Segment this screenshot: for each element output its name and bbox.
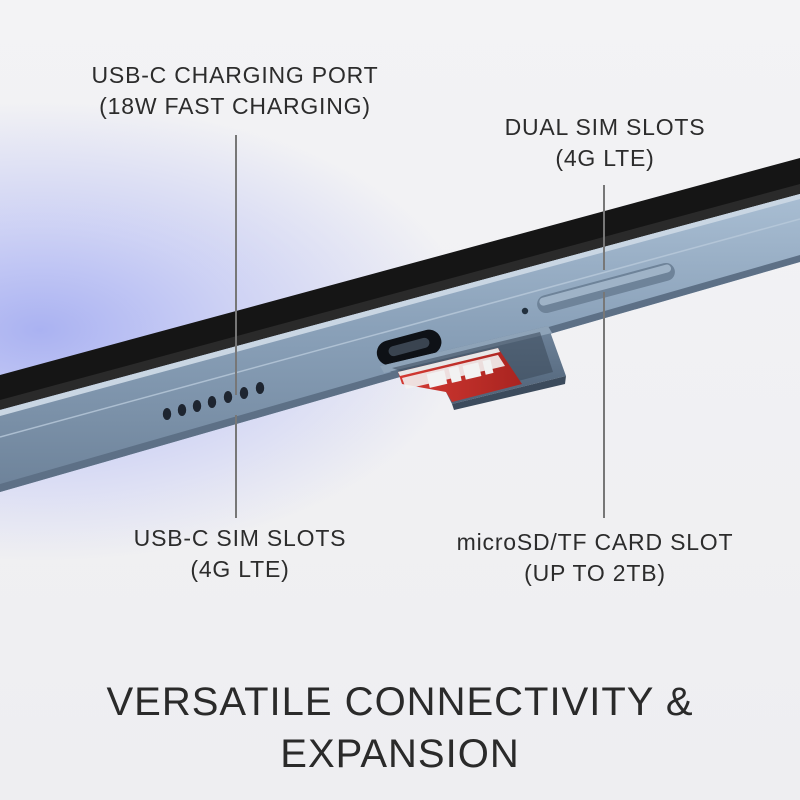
usb-c-port xyxy=(376,329,442,366)
callout-usb-c-sim-slots: USB-C SIM SLOTS (4G LTE) xyxy=(90,523,390,585)
callout-subtitle: (4G LTE) xyxy=(190,556,290,582)
callout-subtitle: (UP TO 2TB) xyxy=(524,560,666,586)
callout-usb-c-charging-port: USB-C CHARGING PORT (18W FAST CHARGING) xyxy=(50,60,420,122)
tablet-screen-bezel xyxy=(0,158,800,408)
callout-dual-sim-slots: DUAL SIM SLOTS (4G LTE) xyxy=(450,112,760,174)
headline-line-2: EXPANSION xyxy=(280,732,520,776)
sim-eject-pinhole xyxy=(521,307,529,315)
callout-microsd-card-slot: microSD/TF CARD SLOT (UP TO 2TB) xyxy=(415,527,775,589)
headline: VERSATILE CONNECTIVITY & EXPANSION xyxy=(0,676,800,780)
headline-line-1: VERSATILE CONNECTIVITY & xyxy=(106,680,694,724)
callout-subtitle: (4G LTE) xyxy=(555,145,655,171)
callout-title: DUAL SIM SLOTS xyxy=(504,114,706,140)
callout-title: USB-C CHARGING PORT xyxy=(91,62,379,88)
callout-title: USB-C SIM SLOTS xyxy=(133,525,347,551)
microsd-card xyxy=(398,348,522,402)
speaker-grille xyxy=(162,382,265,420)
callout-subtitle: (18W FAST CHARGING) xyxy=(99,93,371,119)
side-button xyxy=(537,262,675,314)
callout-title: microSD/TF CARD SLOT xyxy=(456,529,734,555)
